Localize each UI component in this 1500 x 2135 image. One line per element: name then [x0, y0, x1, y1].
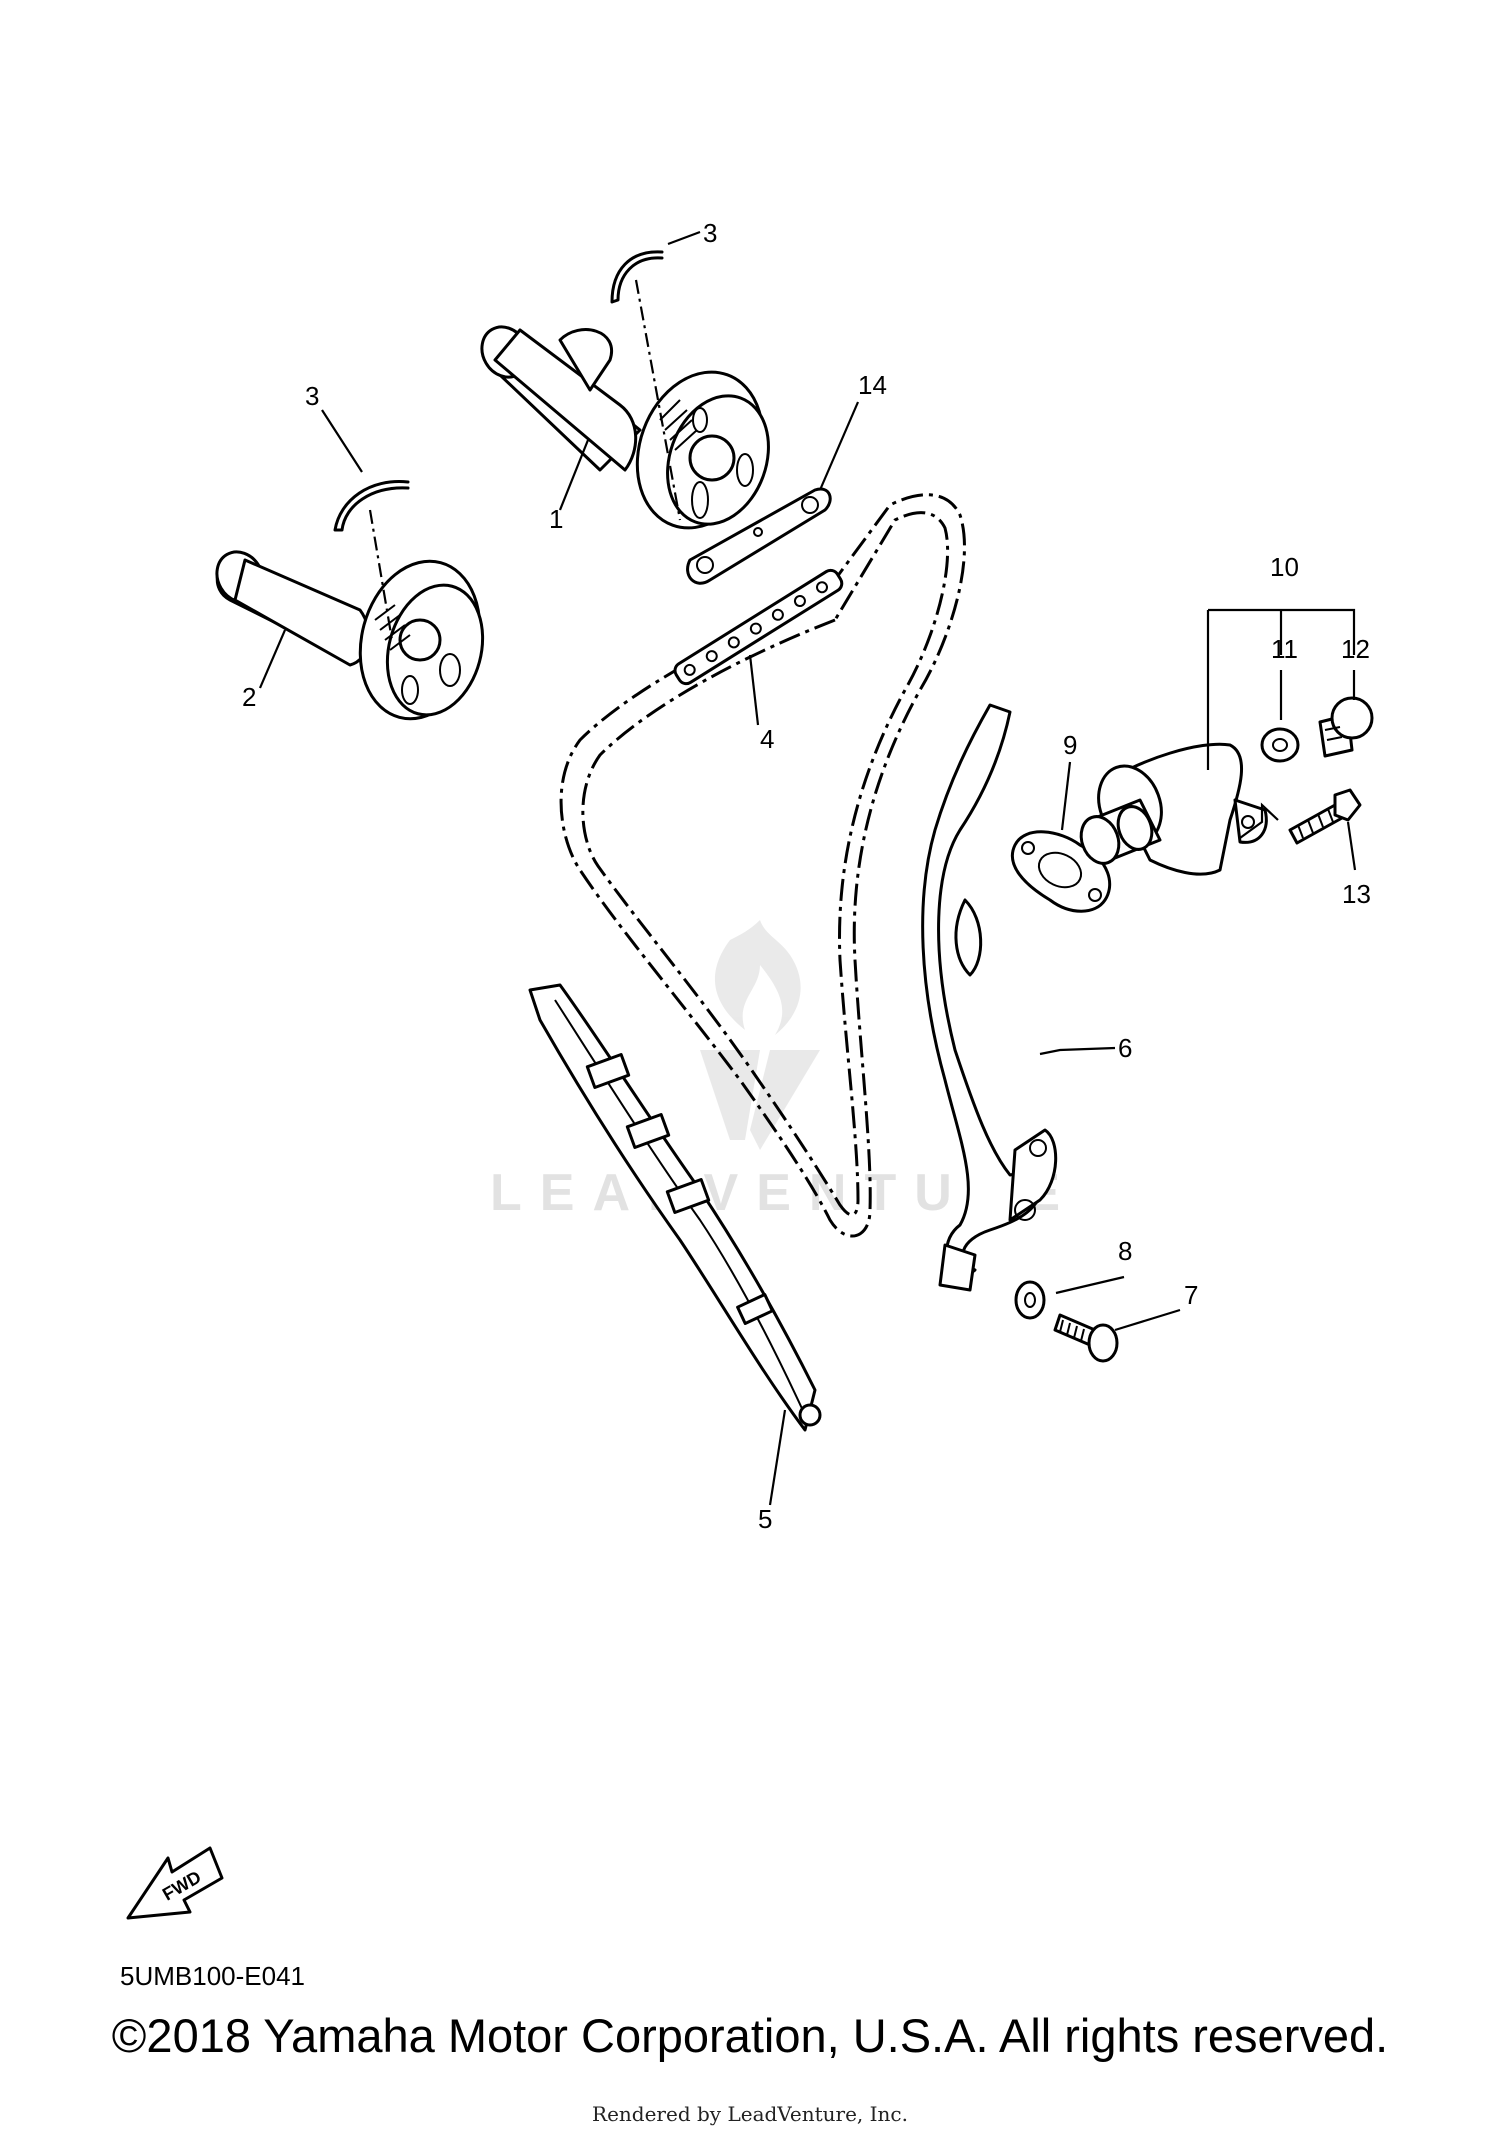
callout-6: 6 — [1118, 1033, 1132, 1063]
camshaft-intake — [480, 325, 770, 530]
callout-4: 4 — [760, 724, 774, 754]
tensioner-cap-bolt — [1318, 696, 1374, 758]
callout-10: 10 — [1270, 552, 1299, 582]
bolt-guide — [1053, 1313, 1119, 1363]
fwd-arrow: FWD — [126, 1846, 224, 1920]
callout-3-upper: 3 — [703, 218, 717, 248]
chain-tensioner-guide — [528, 983, 822, 1432]
chain-joint — [673, 568, 844, 686]
callout-13: 13 — [1342, 879, 1371, 909]
chain-guide-stopper — [686, 487, 832, 585]
timing-chain — [559, 493, 966, 1238]
callout-5: 5 — [758, 1504, 772, 1534]
watermark-logo — [700, 920, 820, 1150]
callout-7: 7 — [1184, 1280, 1198, 1310]
cam-chain-tensioner — [1079, 742, 1268, 876]
rendered-by-notice: Rendered by LeadVenture, Inc. — [592, 2102, 908, 2126]
callout-14: 14 — [858, 370, 887, 400]
callout-3-lower: 3 — [305, 381, 319, 411]
leader-lines — [258, 230, 1357, 1506]
callout-12: 12 — [1341, 634, 1370, 664]
callout-11: 11 — [1271, 634, 1298, 664]
circlip-upper-axis — [634, 279, 682, 521]
tensioner-bolt — [1288, 788, 1362, 845]
chain-guide-exhaust — [921, 703, 1058, 1292]
callout-8: 8 — [1118, 1236, 1132, 1266]
callout-2: 2 — [242, 682, 256, 712]
callout-1: 1 — [549, 504, 563, 534]
circlip-upper — [610, 250, 664, 304]
figure-code: 5UMB100-E041 — [120, 1961, 305, 1991]
washer — [1014, 1280, 1046, 1320]
copyright-notice: ©2018 Yamaha Motor Corporation, U.S.A. A… — [111, 2009, 1389, 2062]
circlip-lower-axis — [368, 509, 394, 641]
callout-9: 9 — [1063, 730, 1077, 760]
circlip-lower — [333, 480, 410, 532]
tensioner-washer — [1260, 727, 1300, 763]
camshaft-exhaust — [215, 550, 485, 721]
